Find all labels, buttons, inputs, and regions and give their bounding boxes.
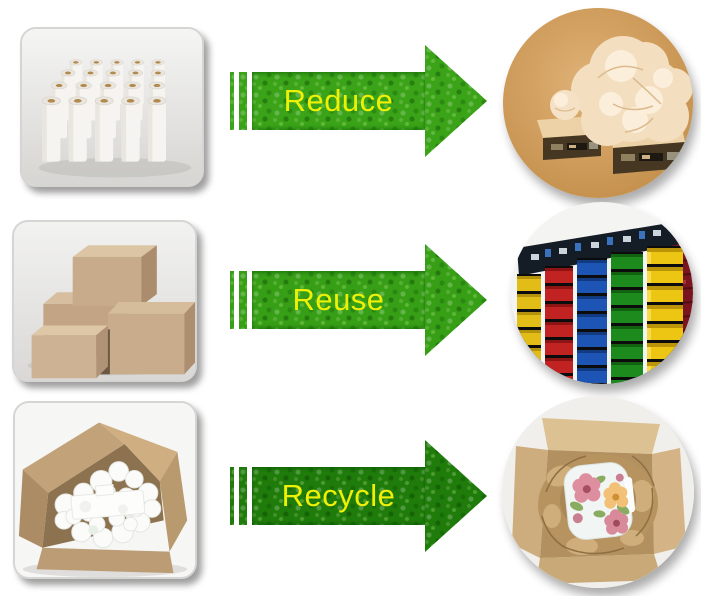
- recycle-label: Recycle: [281, 478, 396, 513]
- cardboard-boxes-image: [12, 220, 197, 382]
- arrow-tail-bar-thick: [239, 271, 247, 329]
- arrow-body: [252, 467, 425, 525]
- reuse-label: Reuse: [292, 282, 385, 317]
- packed-dishware-art: [502, 396, 694, 588]
- crates-art: [511, 202, 693, 384]
- foam-box-art: [15, 403, 195, 577]
- open-box-with-foam-peanuts-image: [13, 401, 197, 579]
- recycle-arrow: Recycle: [230, 440, 487, 552]
- stacked-colored-crates-image: [511, 202, 693, 384]
- arrow-head-icon: [425, 440, 487, 552]
- arrow-tail-bar-thin: [230, 467, 234, 525]
- plastic-film-balls-on-scales-image: [503, 8, 693, 198]
- arrow-tail-bar-thick: [239, 72, 247, 130]
- reduce-arrow: Reduce: [230, 45, 487, 157]
- reuse-arrow: Reuse: [230, 244, 487, 356]
- plastic-wrap-rolls-art: [22, 29, 202, 185]
- arrow-head-icon: [425, 45, 487, 157]
- arrow-tail-bar-thick: [239, 467, 247, 525]
- arrow-body: [252, 72, 425, 130]
- arrow-tail-bar-thin: [230, 271, 234, 329]
- reduce-label: Reduce: [283, 83, 394, 118]
- arrow-head-icon: [425, 244, 487, 356]
- cardboard-boxes-art: [14, 222, 195, 380]
- arrow-tail-bar-thin: [230, 72, 234, 130]
- plastic-wrap-rolls-image: [20, 27, 204, 187]
- arrow-body: [252, 271, 425, 329]
- scales-art: [503, 8, 693, 198]
- dishware-packed-in-paper-box-image: [502, 396, 694, 588]
